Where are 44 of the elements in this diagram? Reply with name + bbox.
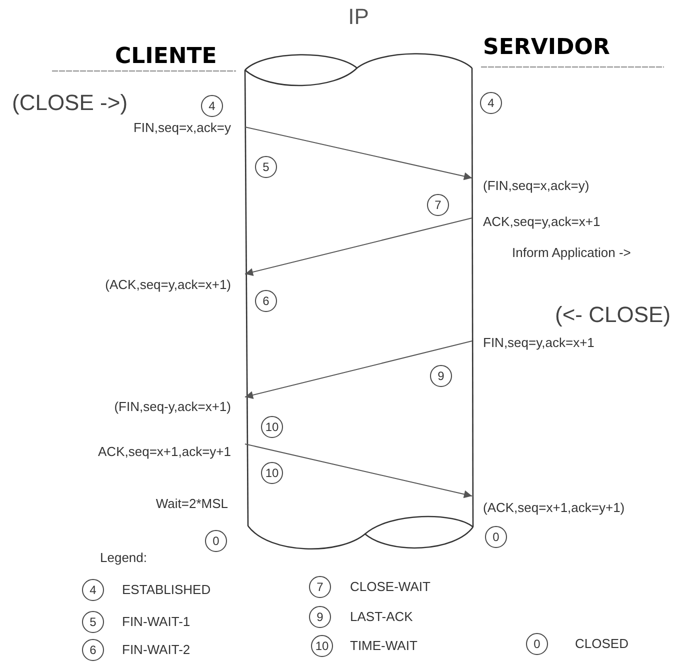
message-arrow bbox=[244, 444, 472, 498]
state-number: 10 bbox=[311, 635, 333, 657]
segment-label: (ACK,seq=y,ack=x+1) bbox=[60, 270, 245, 293]
segment-label: (FIN,seq-y,ack=x+1) bbox=[60, 393, 245, 415]
event-label: (<- CLOSE) bbox=[555, 302, 671, 328]
state-name: TIME-WAIT bbox=[350, 638, 418, 653]
segment-label: ACK,seq=x+1,ack=y+1 bbox=[40, 440, 245, 460]
event-label: Inform Application -> bbox=[512, 245, 631, 260]
state-number: 4 bbox=[82, 579, 104, 601]
state-name: CLOSE-WAIT bbox=[350, 579, 430, 594]
segment-label: (ACK,seq=x+1,ack=y+1) bbox=[472, 492, 672, 516]
message-arrow bbox=[244, 340, 472, 399]
state-number: 10 bbox=[261, 416, 283, 438]
message-arrow bbox=[244, 126, 472, 180]
state-number: 4 bbox=[201, 95, 223, 117]
state-number: 6 bbox=[255, 290, 277, 312]
state-name: ESTABLISHED bbox=[122, 582, 211, 597]
state-number: 6 bbox=[82, 639, 104, 661]
segment-label: ACK,seq=y,ack=x+1 bbox=[472, 213, 652, 231]
segment-label: (FIN,seq=x,ack=y) bbox=[472, 174, 652, 194]
state-number: 10 bbox=[261, 462, 283, 484]
state-name: CLOSED bbox=[575, 636, 628, 651]
segment-label: FIN,seq=x,ack=y bbox=[90, 119, 245, 137]
state-number: 7 bbox=[309, 576, 331, 598]
state-number: 4 bbox=[480, 92, 502, 114]
column-heading: SERVIDOR bbox=[483, 35, 610, 60]
state-number: 0 bbox=[526, 633, 548, 655]
network-label: IP bbox=[347, 4, 370, 30]
timer-note: Wait=2*MSL bbox=[154, 496, 228, 511]
state-number: 0 bbox=[205, 530, 227, 552]
segment-label: FIN,seq=y,ack=x+1 bbox=[472, 334, 652, 352]
state-name: LAST-ACK bbox=[350, 609, 413, 624]
state-number: 7 bbox=[427, 194, 449, 216]
state-name: FIN-WAIT-1 bbox=[122, 614, 190, 629]
state-number: 9 bbox=[430, 365, 452, 387]
legend-title: Legend: bbox=[100, 550, 147, 565]
state-number: 5 bbox=[82, 611, 104, 633]
event-label: (CLOSE ->) bbox=[12, 90, 128, 116]
message-arrow bbox=[244, 218, 472, 276]
state-number: 9 bbox=[309, 606, 331, 628]
column-heading: CLIENTE bbox=[115, 44, 217, 69]
state-number: 5 bbox=[255, 156, 277, 178]
state-number: 0 bbox=[485, 526, 507, 548]
state-name: FIN-WAIT-2 bbox=[122, 642, 190, 657]
